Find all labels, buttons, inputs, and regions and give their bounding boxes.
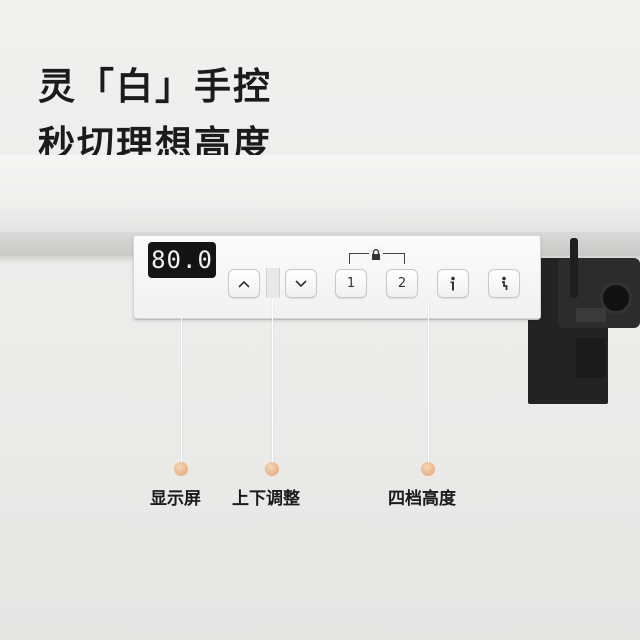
callout-dot-presets — [421, 462, 435, 476]
callout-line-adjust — [272, 298, 273, 466]
down-button[interactable] — [285, 269, 317, 298]
button-divider — [266, 268, 280, 298]
callout-label-display: 显示屏 — [150, 489, 201, 509]
preset-2-label: 2 — [397, 276, 407, 291]
headline-line-1: 灵「白」手控 — [38, 65, 272, 108]
bracket-knob — [600, 282, 632, 314]
callout-label-adjust: 上下调整 — [232, 489, 300, 509]
chevron-up-icon — [238, 280, 250, 288]
callout-dot-display — [174, 462, 188, 476]
bracket-slot — [576, 308, 606, 322]
callout-line-presets — [428, 298, 429, 466]
callout-dot-adjust — [265, 462, 279, 476]
lock-icon — [369, 247, 383, 261]
preset-1-button[interactable]: 1 — [335, 269, 367, 298]
callout-line-display — [181, 318, 182, 466]
callout-label-presets: 四档高度 — [388, 489, 456, 509]
sitting-person-icon — [502, 276, 508, 290]
chevron-down-icon — [295, 279, 307, 287]
desk-leg-bracket — [528, 238, 640, 404]
height-display: 80.0 — [148, 242, 216, 278]
sitting-preset-button[interactable] — [488, 269, 520, 298]
height-display-value: 80.0 — [151, 246, 213, 274]
up-button[interactable] — [228, 269, 260, 298]
preset-2-button[interactable]: 2 — [386, 269, 418, 298]
bracket-stem — [570, 238, 578, 298]
standing-person-icon — [450, 276, 455, 290]
bracket-slot-lower — [576, 338, 606, 378]
standing-preset-button[interactable] — [437, 269, 469, 298]
preset-1-label: 1 — [346, 276, 356, 291]
desk-top — [0, 155, 640, 234]
